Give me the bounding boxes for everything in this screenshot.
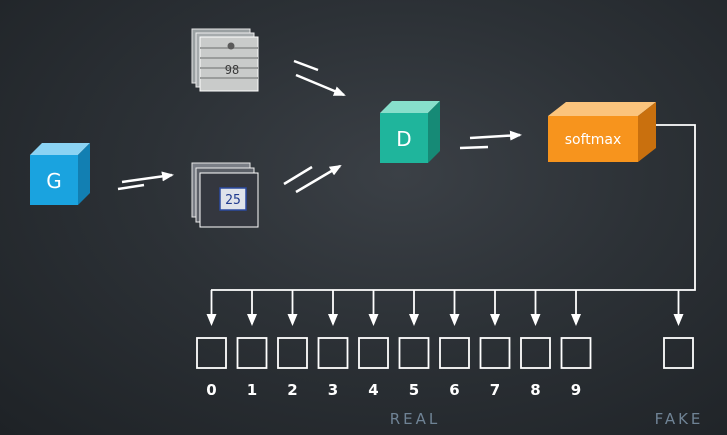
digit-label-2: 2 [287, 381, 297, 399]
digit-label-3: 3 [328, 381, 338, 399]
output-box-fake [663, 337, 694, 369]
generated-sample-image-icon: 25 [191, 162, 259, 228]
softmax-label: softmax [565, 132, 622, 148]
output-boxes [196, 337, 694, 369]
digit-label-1: 1 [247, 381, 257, 399]
output-box-4 [358, 337, 389, 369]
digit-label-5: 5 [409, 381, 419, 399]
generator-cube: G [30, 143, 90, 205]
output-box-8 [520, 337, 551, 369]
generator-label: G [46, 169, 62, 193]
fake-label: FAKE [655, 410, 704, 428]
real-label: REAL [390, 410, 441, 428]
output-box-6 [439, 337, 470, 369]
output-box-5 [398, 337, 430, 369]
digit-label-9: 9 [571, 381, 581, 399]
arrow-d-to-softmax [459, 130, 522, 150]
output-box-1 [236, 337, 268, 369]
arrow-g-to-sample [117, 171, 174, 191]
digit-label-6: 6 [449, 381, 459, 399]
real-sample-text: 98 [225, 63, 239, 77]
discriminator-label: D [396, 127, 411, 151]
output-box-2 [277, 337, 308, 369]
digit-label-7: 7 [490, 381, 500, 399]
output-drop-arrows [206, 290, 684, 326]
arrow-generated-to-d [283, 164, 342, 194]
digit-label-8: 8 [530, 381, 540, 399]
real-sample-image-icon: 98 [191, 28, 259, 92]
output-box-7 [479, 337, 511, 369]
discriminator-cube: D [380, 101, 440, 163]
output-connector [211, 124, 696, 291]
digit-label-0: 0 [206, 381, 216, 399]
output-box-9 [560, 337, 592, 369]
arrow-real-to-d [293, 59, 346, 97]
digit-label-4: 4 [368, 381, 378, 399]
softmax-cube: softmax [548, 102, 656, 162]
digit-labels: 0 1 2 3 4 5 6 7 8 9 [206, 381, 581, 399]
output-box-3 [317, 337, 349, 369]
output-box-0 [196, 337, 227, 369]
generated-sample-text: 25 [225, 193, 241, 208]
